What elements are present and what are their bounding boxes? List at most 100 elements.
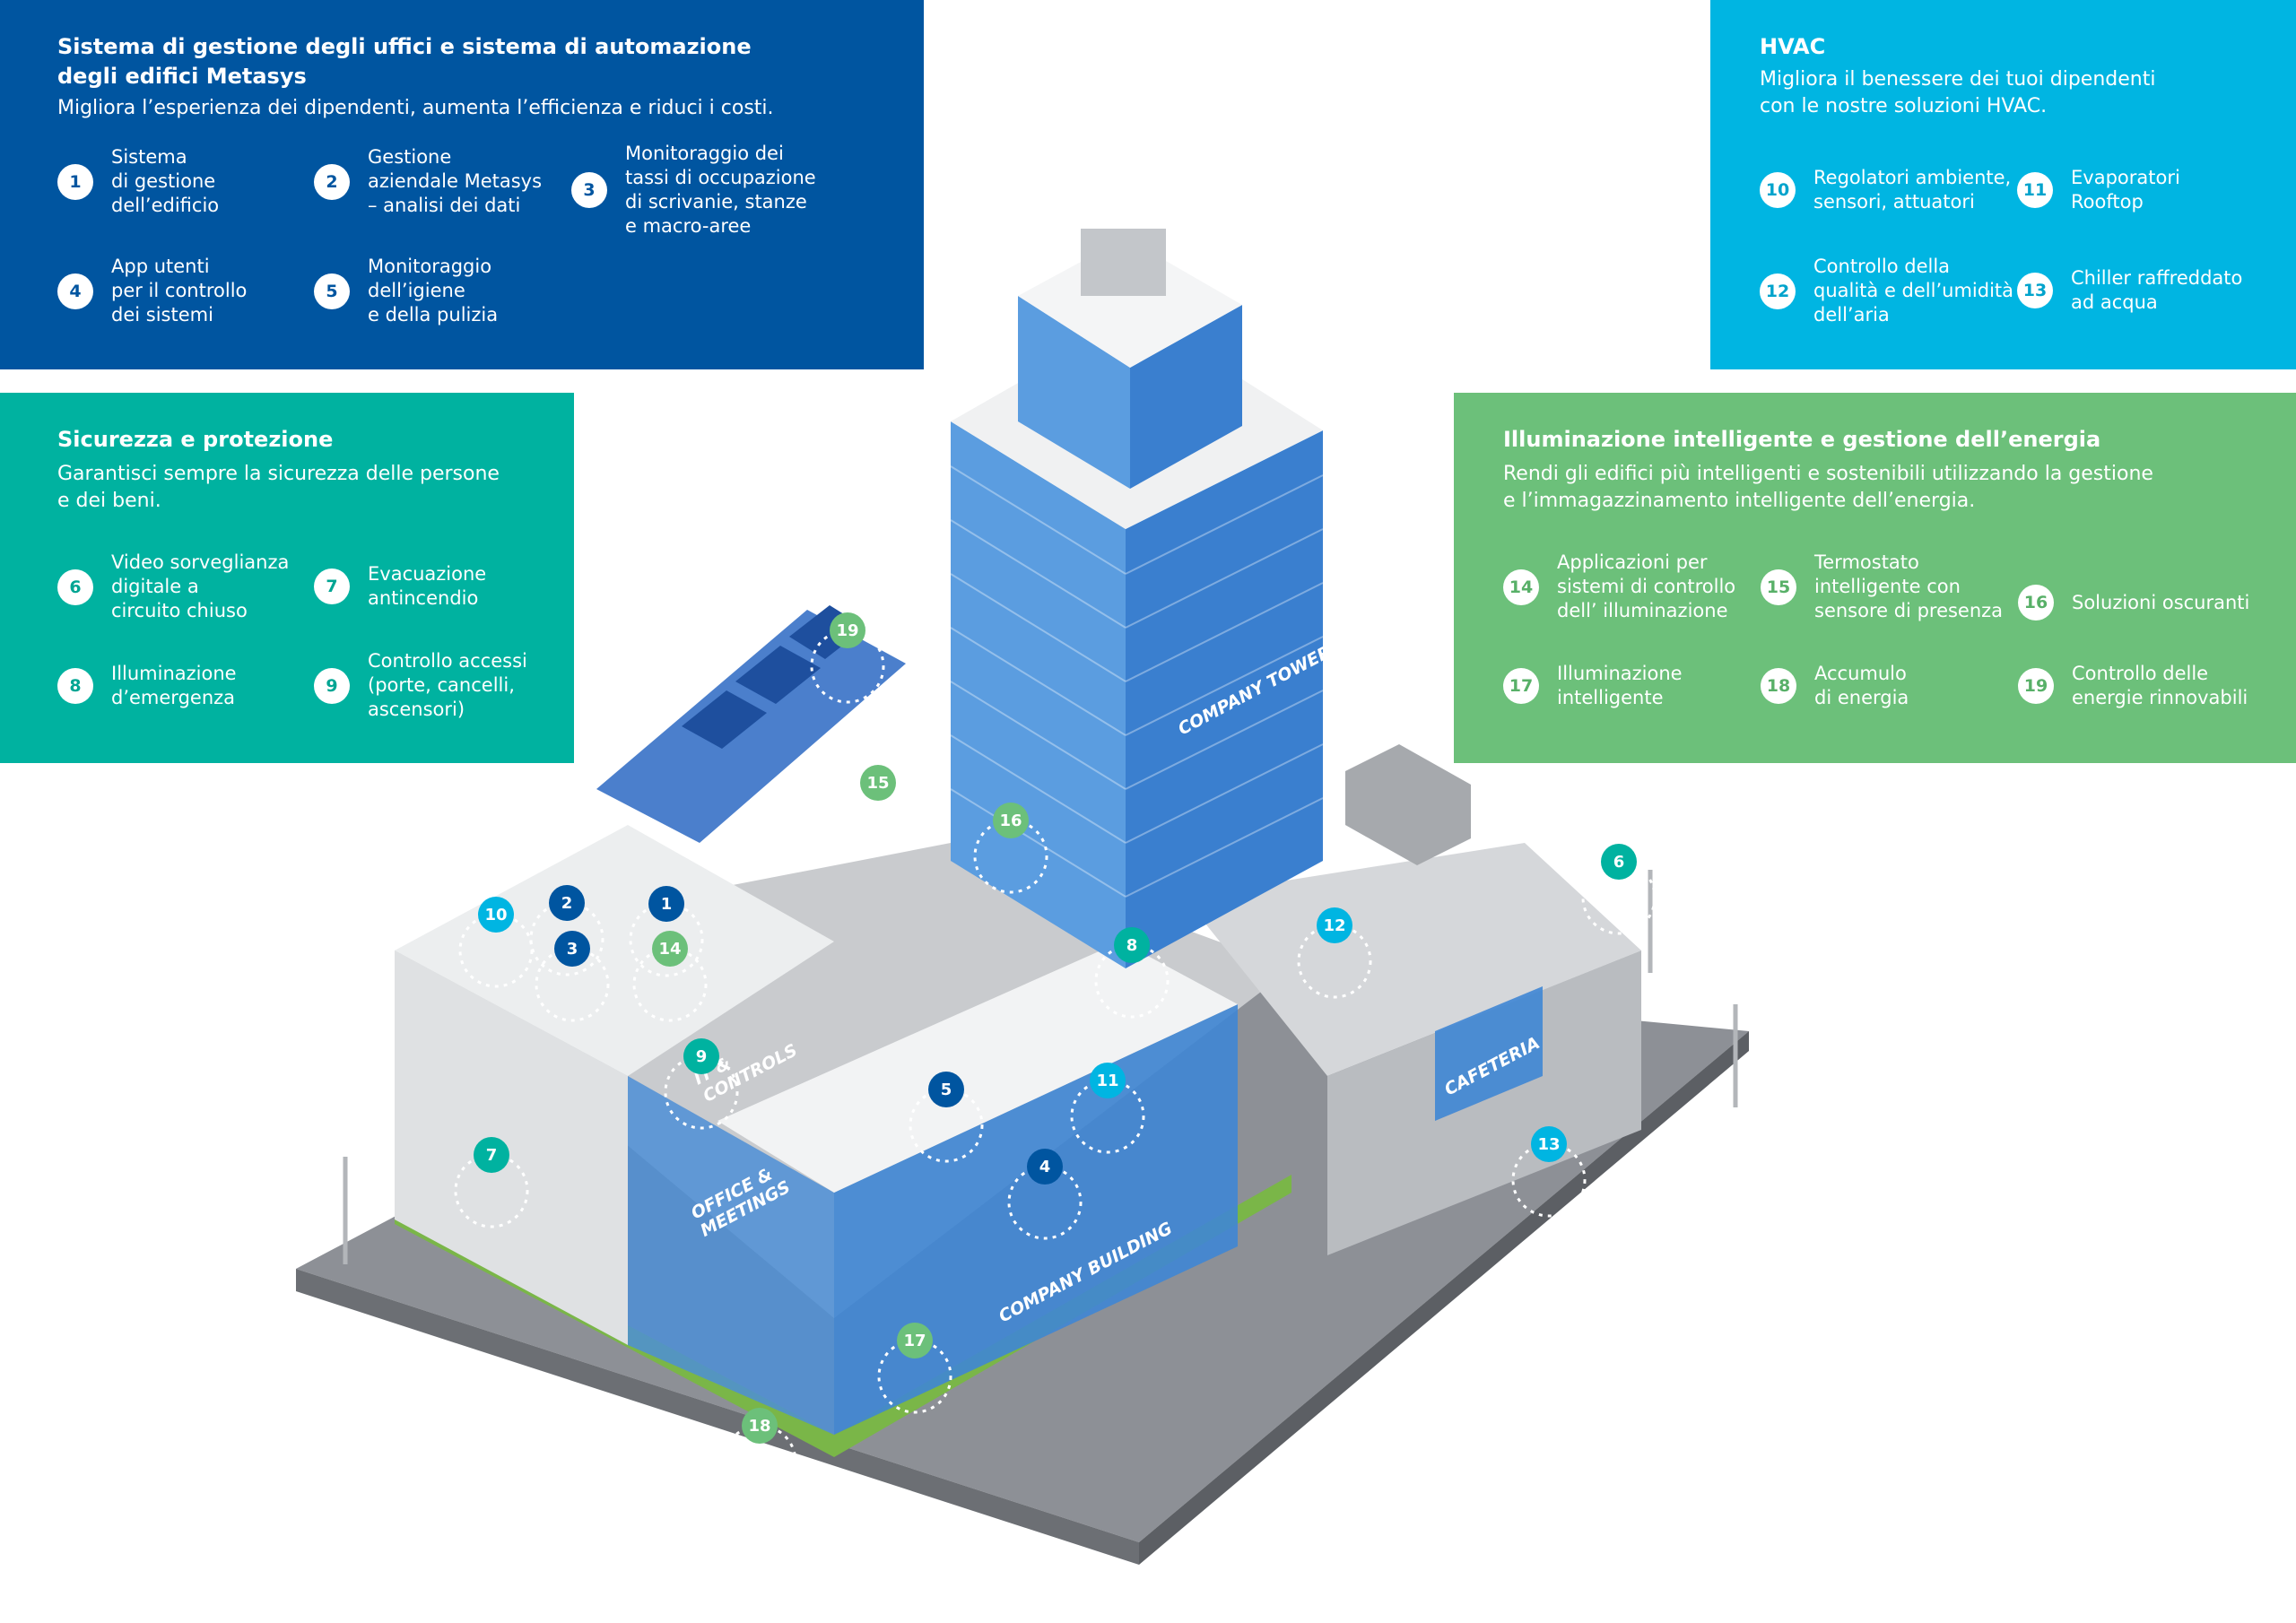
marker-dot bbox=[554, 931, 590, 967]
solar-panel-3 bbox=[789, 605, 865, 659]
metasys-item-label: Monitoraggio dei tassi di occupazione di… bbox=[625, 143, 816, 237]
energy-item-18: 18 Accumulo di energia bbox=[1761, 662, 1909, 710]
marker-dot bbox=[683, 1038, 719, 1074]
metasys-item-5: 5 Monitoraggio dell’igiene e della puliz… bbox=[314, 255, 498, 327]
rooftop-hvac-unit bbox=[1345, 744, 1471, 865]
hvac-item-12: 12 Controllo della qualità e dell’umidit… bbox=[1760, 255, 2013, 327]
company-building-glass bbox=[834, 1004, 1238, 1435]
badge-1: 1 bbox=[57, 163, 93, 200]
diagram-marker-13: 13 bbox=[1511, 1126, 1587, 1218]
floor-green-strip bbox=[395, 1175, 1292, 1457]
marker-number: 19 bbox=[836, 621, 858, 640]
badge-11: 11 bbox=[2017, 172, 2053, 208]
marker-number: 5 bbox=[941, 1081, 952, 1099]
cafeteria-glass bbox=[1435, 986, 1543, 1121]
badge-10: 10 bbox=[1760, 172, 1796, 208]
badge-16: 16 bbox=[2018, 585, 2054, 621]
hvac-item-11: 11 Evaporatori Rooftop bbox=[2017, 166, 2180, 214]
badge-15: 15 bbox=[1761, 568, 1796, 605]
diagram-marker-2: 2 bbox=[529, 885, 604, 976]
metasys-item-1: 1 Sistema di gestione dell’edificio bbox=[57, 145, 219, 218]
marker-dot bbox=[478, 897, 514, 933]
energy-item-label: Controllo delle energie rinnovabili bbox=[2072, 663, 2248, 708]
badge-17: 17 bbox=[1503, 668, 1539, 704]
diagram-marker-6: 6 bbox=[1581, 844, 1657, 935]
marker-dot bbox=[1317, 907, 1352, 943]
metasys-item-label: Gestione aziendale Metasys – analisi dei… bbox=[368, 146, 543, 216]
diagram-marker-4: 4 bbox=[1007, 1149, 1083, 1240]
marker-ring bbox=[454, 1153, 529, 1228]
tower-right-face bbox=[1126, 430, 1323, 968]
main-floor-slab bbox=[395, 843, 1292, 1318]
diagram-marker-10: 10 bbox=[458, 897, 534, 988]
marker-number: 6 bbox=[1613, 853, 1625, 872]
marker-dot bbox=[474, 1137, 509, 1173]
marker-ring bbox=[810, 629, 885, 704]
tower-top-left bbox=[1018, 296, 1130, 489]
marker-dot bbox=[648, 886, 684, 922]
tower-top-right bbox=[1130, 305, 1242, 489]
energy-item-16: 16 Soluzioni oscuranti bbox=[2018, 585, 2249, 621]
marker-dot bbox=[830, 612, 865, 648]
panel-metasys-subtitle: Migliora l’esperienza dei dipendenti, au… bbox=[57, 97, 774, 119]
badge-4: 4 bbox=[57, 273, 93, 309]
marker-dot bbox=[549, 885, 585, 921]
hvac-item-label: Chiller raffreddato ad acqua bbox=[2071, 267, 2243, 313]
label-offices: OFFICE &MEETINGS bbox=[688, 1159, 794, 1241]
street-ground-edge-right bbox=[1139, 1031, 1749, 1565]
diagram-marker-17: 17 bbox=[877, 1323, 952, 1414]
panel-metasys: Sistema di gestione degli uffici e siste… bbox=[0, 0, 924, 369]
badge-2: 2 bbox=[314, 163, 350, 200]
diagram-marker-19: 19 bbox=[810, 612, 885, 704]
metasys-item-label: Sistema di gestione dell’edificio bbox=[111, 146, 220, 216]
panel-metasys-title: Sistema di gestione degli uffici e siste… bbox=[57, 34, 752, 89]
panel-energy-title: Illuminazione intelligente e gestione de… bbox=[1503, 427, 2101, 452]
marker-ring bbox=[629, 902, 704, 977]
diagram-marker-7: 7 bbox=[454, 1137, 529, 1228]
marker-ring bbox=[632, 947, 708, 1022]
panel-energy: Illuminazione intelligente e gestione de… bbox=[1454, 393, 2296, 763]
energy-item-15: 15 Termostato intelligente con sensore d… bbox=[1761, 551, 2003, 623]
badge-3: 3 bbox=[571, 172, 607, 208]
metasys-item-label: App utenti per il controllo dei sistemi bbox=[111, 256, 248, 325]
marker-dot bbox=[1601, 844, 1637, 880]
marker-number: 9 bbox=[696, 1047, 708, 1066]
tower-roof bbox=[951, 314, 1323, 529]
security-item-label: Illuminazione d’emergenza bbox=[111, 663, 237, 708]
diagram-marker-16: 16 bbox=[973, 803, 1048, 894]
label-company-tower: COMPANY TOWER bbox=[1175, 642, 1335, 740]
metasys-item-label: Monitoraggio dell’igiene e della pulizia bbox=[368, 256, 499, 325]
marker-ring bbox=[722, 1424, 797, 1499]
badge-14: 14 bbox=[1503, 568, 1539, 605]
energy-item-label: Soluzioni oscuranti bbox=[2072, 591, 2250, 613]
marker-number: 11 bbox=[1096, 1072, 1118, 1090]
left-wing-front-wall bbox=[395, 950, 628, 1345]
left-wing-top bbox=[395, 825, 834, 1076]
marker-number: 8 bbox=[1126, 936, 1138, 955]
marker-ring bbox=[877, 1339, 952, 1414]
hvac-item-label: Controllo della qualità e dell’umidità d… bbox=[1813, 256, 2014, 325]
marker-ring bbox=[1581, 860, 1657, 935]
energy-item-label: Applicazioni per sistemi di controllo de… bbox=[1557, 551, 1736, 621]
company-building-top bbox=[718, 942, 1238, 1193]
marker-ring bbox=[664, 1055, 739, 1130]
diagram-marker-3: 3 bbox=[535, 931, 610, 1022]
marker-number: 14 bbox=[658, 940, 681, 959]
energy-item-label: Accumulo di energia bbox=[1814, 663, 1909, 708]
diagram-marker-11: 11 bbox=[1070, 1063, 1145, 1154]
tower-window-grid bbox=[950, 465, 1324, 898]
security-item-label: Evacuazione antincendio bbox=[368, 563, 487, 609]
energy-item-14: 14 Applicazioni per sistemi di controllo… bbox=[1503, 551, 1735, 623]
badge-12: 12 bbox=[1760, 273, 1796, 309]
metasys-item-2: 2 Gestione aziendale Metasys – analisi d… bbox=[314, 145, 542, 218]
badge-6: 6 bbox=[57, 568, 93, 605]
marker-dot bbox=[1531, 1126, 1567, 1162]
cooling-unit bbox=[1081, 229, 1166, 296]
security-item-9: 9 Controllo accessi (porte, cancelli, as… bbox=[314, 649, 527, 722]
panel-hvac-subtitle: Migliora il benessere dei tuoi dipendent… bbox=[1760, 68, 2156, 117]
marker-number: 18 bbox=[748, 1417, 770, 1436]
left-wing-glass bbox=[628, 1076, 834, 1435]
marker-dot bbox=[742, 1408, 778, 1444]
marker-number: 10 bbox=[484, 906, 507, 924]
marker-dot bbox=[928, 1072, 964, 1107]
